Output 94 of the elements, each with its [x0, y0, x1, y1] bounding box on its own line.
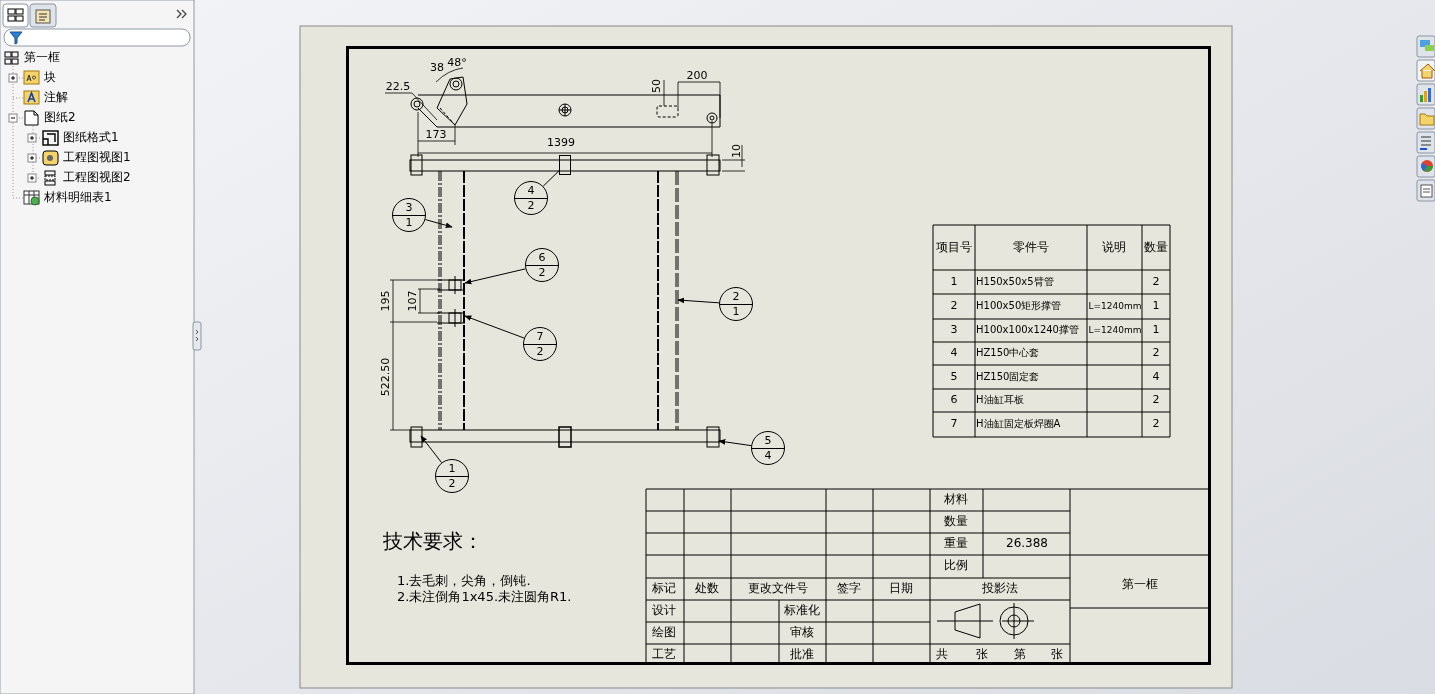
table-cell: 3	[950, 323, 958, 337]
table-cell: L=1240mm	[1088, 300, 1142, 312]
callout-number: 1	[405, 216, 413, 229]
callout-number: 1	[732, 305, 740, 318]
table-cell: H150x50x5臂管	[976, 276, 1054, 288]
table-cell: 2	[1152, 275, 1160, 289]
callout-number: 2	[732, 290, 740, 303]
table-cell: L=1240mm	[1088, 324, 1142, 336]
callout-number: 6	[538, 251, 546, 264]
leader-line	[718, 439, 752, 447]
callout-number: 4	[764, 449, 772, 462]
tree-item-label: 注解	[44, 91, 68, 105]
table-cell: HZ150固定套	[976, 371, 1040, 383]
title-block-cell: 材料	[944, 493, 968, 507]
title-block-cell: 重量	[944, 537, 968, 551]
table-cell: 2	[1152, 393, 1160, 407]
leader-line	[542, 170, 560, 187]
table-cell: 2	[1152, 417, 1160, 431]
callout-number: 3	[405, 201, 413, 214]
title-block-cell: 投影法	[982, 582, 1018, 596]
title-block-cell: 标记	[652, 582, 676, 596]
tree-item-label: 块	[44, 71, 56, 85]
table-cell: 1	[1152, 323, 1160, 337]
dimension-label: 48°	[447, 56, 467, 70]
title-block-cell: 共	[936, 648, 948, 662]
dimension-label: 522.50	[379, 357, 393, 397]
title-block-cell: 数量	[944, 515, 968, 529]
table-header: 数量	[1144, 241, 1168, 255]
table-header: 项目号	[936, 241, 972, 255]
table-cell: 4	[950, 346, 958, 360]
callout-number: 2	[536, 345, 544, 358]
leader-line	[464, 315, 525, 339]
dimension-label: 200	[686, 69, 708, 83]
table-header: 说明	[1102, 241, 1126, 255]
dimension-label: 1399	[547, 136, 575, 150]
title-block-cell: 第一框	[1122, 578, 1158, 592]
leader-line	[424, 219, 453, 228]
title-block-cell: 标准化	[784, 604, 820, 618]
title-block-cell: 张	[976, 648, 988, 662]
dimension-label: 22.5	[385, 80, 411, 94]
title-block-cell: 日期	[889, 582, 913, 596]
title-block-cell: 签字	[837, 582, 861, 596]
table-cell: 2	[1152, 346, 1160, 360]
title-block-cell: 审核	[790, 626, 814, 640]
title-block-cell: 批准	[790, 648, 814, 662]
table-cell: H100x50矩形撑管	[976, 300, 1062, 312]
table-cell: 5	[950, 370, 958, 384]
leader-line	[677, 297, 720, 304]
callout-number: 1	[448, 462, 456, 475]
note-text: 1.去毛刺，尖角，倒钝.	[397, 573, 531, 589]
callout-number: 2	[527, 199, 535, 212]
pipe-fitting	[559, 155, 571, 175]
table-cell: HZ150中心套	[976, 347, 1040, 359]
tree-item-label: 材料明细表1	[44, 191, 112, 205]
callout-number: 5	[764, 434, 772, 447]
dimension-label: 50	[650, 79, 664, 93]
callout-number: 7	[536, 330, 544, 343]
title-block-cell: 26.388	[1006, 537, 1048, 551]
title-block-cell: 张	[1051, 648, 1063, 662]
notes-heading: 技术要求：	[383, 529, 483, 553]
table-cell: 6	[950, 393, 958, 407]
table-cell: H油缸固定板焊圈A	[976, 418, 1061, 430]
tree-item-label: 第一框	[24, 51, 60, 65]
balloon-callout	[523, 327, 557, 361]
tree-item-label: 图纸格式1	[63, 131, 119, 145]
tree-item-label: 工程图视图2	[63, 171, 131, 185]
leader-line	[464, 268, 526, 285]
dimension-label: 10	[730, 144, 744, 158]
table-cell: 1	[1152, 299, 1160, 313]
title-block-cell: 工艺	[652, 648, 676, 662]
note-text: 2.未注倒角1x45.未注圆角R1.	[397, 589, 572, 605]
callout-number: 2	[448, 477, 456, 490]
table-header: 零件号	[1013, 241, 1049, 255]
dimension-label: 195	[379, 290, 393, 312]
table-cell: 1	[950, 275, 958, 289]
callout-number: 4	[527, 184, 535, 197]
table-cell: H油缸耳板	[976, 394, 1024, 406]
dimension-label: 107	[406, 290, 420, 312]
table-cell: 7	[950, 417, 958, 431]
title-block-cell: 设计	[652, 604, 676, 618]
title-block-cell: 绘图	[652, 626, 676, 640]
leader-line	[420, 435, 443, 464]
title-block-cell: 比例	[944, 559, 968, 573]
table-cell: 2	[950, 299, 958, 313]
tree-item-label: 工程图视图1	[63, 151, 131, 165]
title-block-cell: 更改文件号	[748, 582, 808, 596]
table-cell: H100x100x1240撑管	[976, 324, 1079, 336]
tree-item-label: 图纸2	[44, 111, 76, 125]
dimension-label: 173	[425, 128, 447, 142]
title-block-cell: 第	[1014, 648, 1026, 662]
dimension-label: 38	[430, 61, 444, 75]
title-block-cell: 处数	[695, 582, 719, 596]
callout-number: 2	[538, 266, 546, 279]
table-cell: 4	[1152, 370, 1160, 384]
